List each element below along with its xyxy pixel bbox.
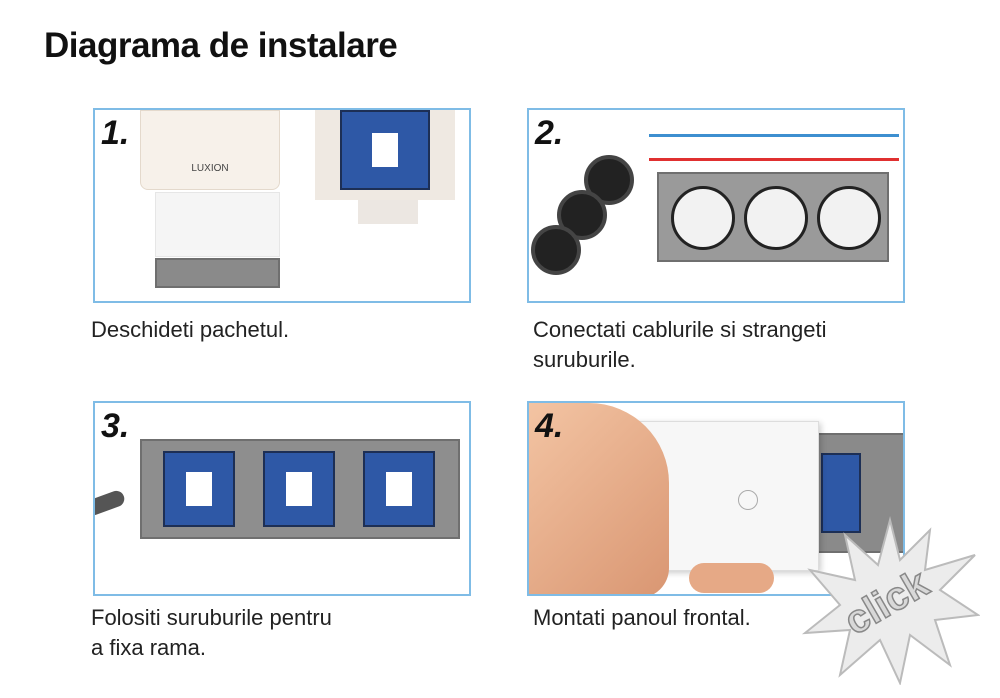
wall-box xyxy=(557,190,607,240)
step-number: 4. xyxy=(535,407,564,445)
package-sleeve xyxy=(155,192,280,257)
touch-button xyxy=(738,490,758,510)
frame-plate xyxy=(155,258,280,288)
step-number: 3. xyxy=(101,407,130,445)
switch-module xyxy=(340,110,430,190)
step-1-image: 1. LUXION xyxy=(93,108,471,303)
brand-logo: LUXION xyxy=(191,163,229,174)
screwdriver xyxy=(95,488,127,518)
relay-module xyxy=(671,186,735,250)
step-number: 1. xyxy=(101,114,130,152)
wall-box xyxy=(531,225,581,275)
caption-line: suruburile. xyxy=(533,347,636,372)
switch-module xyxy=(821,453,861,533)
switch-module xyxy=(163,451,235,527)
caption-line: Conectati cablurile si strangeti xyxy=(533,317,827,342)
blue-wire xyxy=(649,134,899,137)
switch-module xyxy=(363,451,435,527)
click-burst-badge: click xyxy=(801,516,980,685)
red-wire xyxy=(649,158,899,161)
step-2-image: 2. xyxy=(527,108,905,303)
page-title: Diagrama de instalare xyxy=(44,26,398,65)
step-number: 2. xyxy=(535,114,564,152)
hand xyxy=(529,403,669,594)
step-4-caption: Montati panoul frontal. xyxy=(533,605,751,630)
thumb xyxy=(689,563,774,593)
package-box: LUXION xyxy=(140,110,280,190)
step-3-image: 3. xyxy=(93,401,471,596)
step-1-caption: Deschideti pachetul. xyxy=(91,317,290,342)
relay-module xyxy=(744,186,808,250)
switch-module xyxy=(263,451,335,527)
relay-module xyxy=(817,186,881,250)
hang-tab xyxy=(358,200,418,224)
burst-shape xyxy=(801,516,980,685)
step-3-caption: Folositi suruburile pentru a fixa rama. xyxy=(91,603,332,663)
step-2-caption: Conectati cablurile si strangeti surubur… xyxy=(533,315,826,375)
caption-line: Folositi suruburile pentru xyxy=(91,605,332,630)
caption-line: a fixa rama. xyxy=(91,635,206,660)
